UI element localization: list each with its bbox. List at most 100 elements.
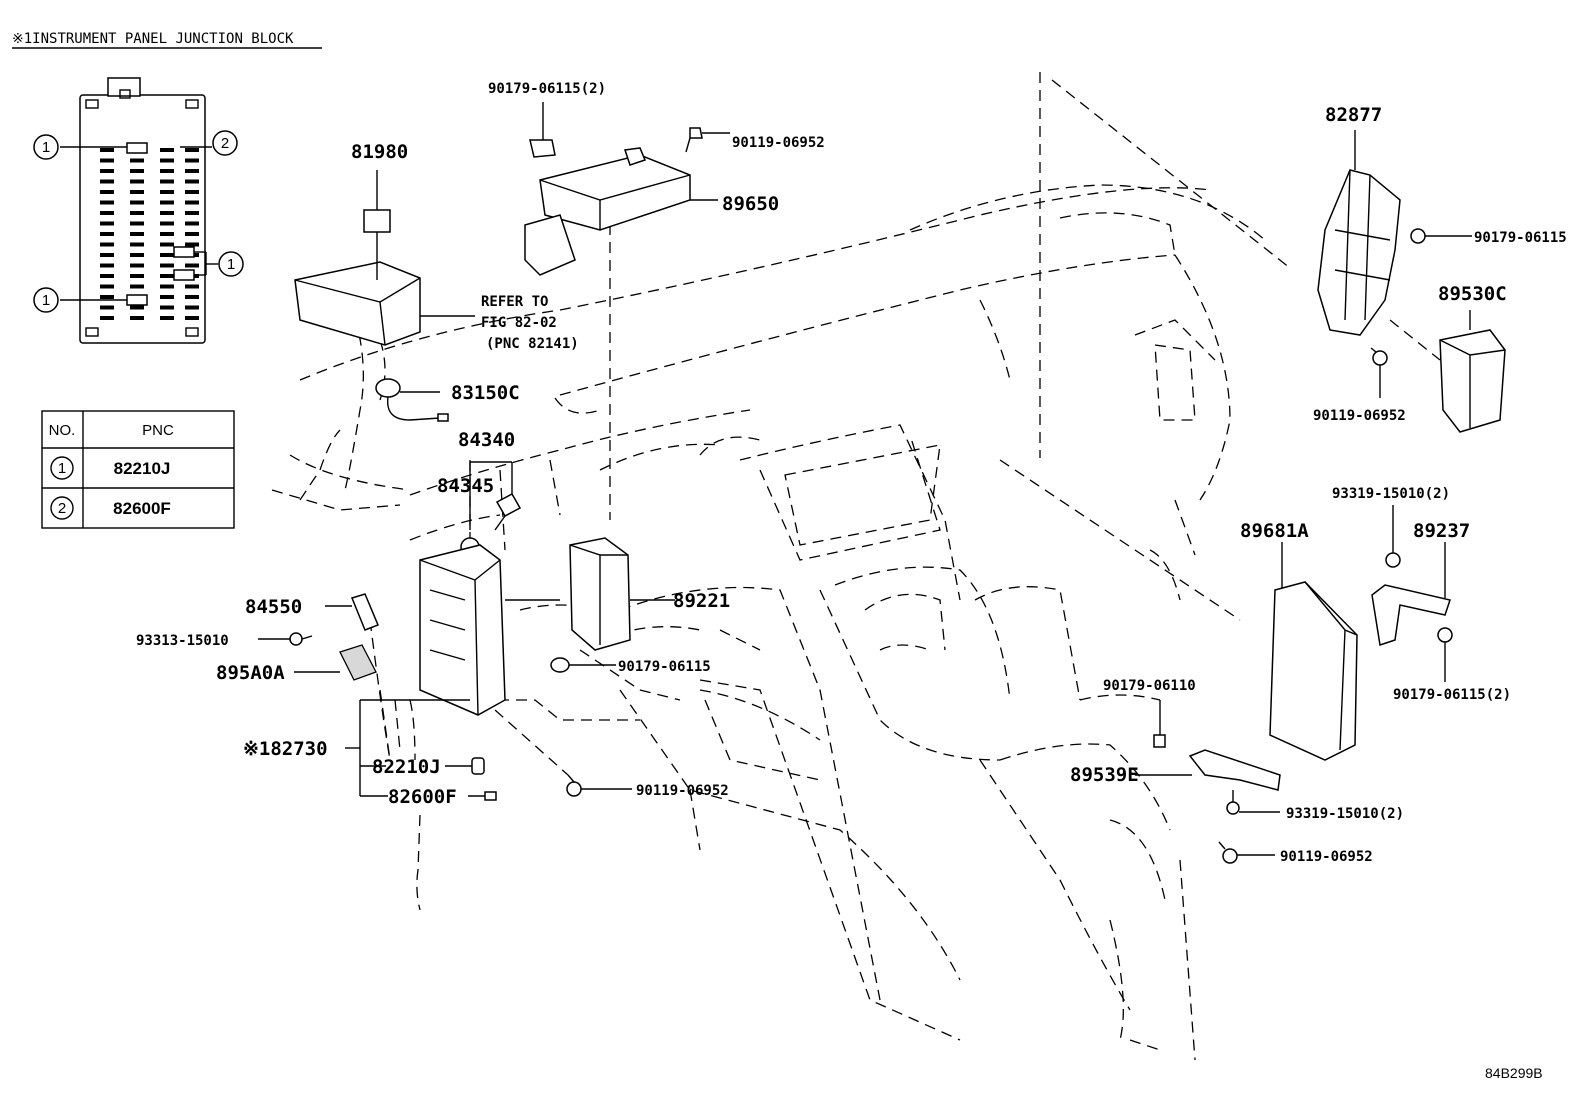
label-refer-to: REFER TO bbox=[481, 294, 548, 310]
table-row-2-no: 2 bbox=[58, 500, 66, 517]
part-89530c-module bbox=[1389, 310, 1506, 433]
fuse-slot bbox=[160, 316, 174, 320]
fuse-slot bbox=[100, 316, 114, 320]
fuse-slot bbox=[130, 284, 144, 289]
svg-text:1: 1 bbox=[42, 139, 50, 156]
part-93319-15010-bolt-bottom bbox=[1226, 790, 1280, 815]
fuse-slot bbox=[130, 200, 144, 205]
label-93313-15010: 93313-15010 bbox=[136, 633, 229, 649]
label-refer-fig: FIG 82-02 bbox=[481, 315, 557, 331]
label-84340: 84340 bbox=[458, 429, 515, 451]
part-83150c-socket bbox=[375, 378, 449, 422]
label-90179-06115-2-top: 90179-06115(2) bbox=[488, 81, 606, 97]
part-82730-junction-block bbox=[419, 544, 560, 716]
fuse-slot bbox=[100, 274, 114, 278]
label-89237: 89237 bbox=[1413, 520, 1470, 542]
label-895a0a: 895A0A bbox=[216, 662, 285, 684]
label-89221: 89221 bbox=[673, 590, 730, 612]
fuse-slot bbox=[100, 242, 114, 247]
label-93319-15010-2-top: 93319-15010(2) bbox=[1332, 486, 1450, 502]
table-row-1-no: 1 bbox=[58, 460, 66, 477]
fuse-slot bbox=[100, 295, 114, 299]
fuse-slot bbox=[130, 190, 144, 194]
fuse-slot bbox=[160, 190, 174, 194]
fuse-slot bbox=[160, 211, 174, 215]
fuse-slot bbox=[160, 169, 174, 173]
fuse-slot bbox=[130, 221, 144, 226]
fuse-slot bbox=[185, 242, 199, 247]
instrument-panel-outline bbox=[271, 72, 1291, 1061]
part-81980-relay bbox=[363, 170, 391, 233]
part-90179-06115-nut-right bbox=[1410, 228, 1472, 244]
part-84550-bracket bbox=[325, 593, 379, 631]
fuse-slot bbox=[130, 211, 144, 215]
fuse-slot bbox=[160, 253, 174, 257]
fuse-slot bbox=[185, 211, 199, 215]
label-83150c: 83150C bbox=[451, 382, 520, 404]
table-header-pnc: PNC bbox=[142, 422, 174, 439]
label-89530c: 89530C bbox=[1438, 283, 1507, 305]
part-89539e-bracket bbox=[1135, 749, 1281, 791]
fuse-slot bbox=[185, 263, 199, 268]
label-89539e: 89539E bbox=[1070, 764, 1139, 786]
label-90179-06110: 90179-06110 bbox=[1103, 678, 1196, 694]
fuse-slot bbox=[160, 274, 174, 278]
part-90119-06952-bolt-right bbox=[1370, 347, 1388, 398]
label-82877: 82877 bbox=[1325, 104, 1382, 126]
fuse-slot bbox=[130, 305, 144, 310]
part-90119-06952-bolt-bottom bbox=[494, 709, 632, 797]
part-93313-15010-screw bbox=[258, 632, 313, 646]
callout-1-top-left: 1 bbox=[33, 134, 127, 160]
part-90119-06952-bolt-lower-right bbox=[1218, 841, 1275, 864]
fuse-slot bbox=[100, 284, 114, 289]
part-89650-module bbox=[524, 102, 730, 276]
fuse-slot bbox=[130, 253, 144, 257]
part-82210j-fuse bbox=[445, 757, 485, 775]
fuse-slot bbox=[100, 148, 114, 152]
fuse-slot bbox=[185, 305, 199, 310]
part-90179-06115-nut-right-lower bbox=[1437, 627, 1453, 682]
fuse-slot bbox=[185, 295, 199, 299]
table-header-no: NO. bbox=[49, 422, 76, 439]
fuse-slot bbox=[185, 148, 199, 152]
fuse-slot bbox=[185, 190, 199, 194]
label-90179-06115-mid: 90179-06115 bbox=[618, 659, 711, 675]
part-895a0a-module bbox=[294, 644, 377, 681]
label-90119-06952-right: 90119-06952 bbox=[1313, 408, 1406, 424]
label-82730: ※182730 bbox=[243, 738, 328, 760]
part-84340-switch bbox=[469, 461, 522, 531]
part-89221-ecu bbox=[569, 537, 675, 651]
fuse-slot bbox=[100, 200, 114, 205]
fuse-slot bbox=[185, 158, 199, 163]
fuse-slot bbox=[130, 179, 144, 184]
relay-block bbox=[294, 232, 475, 346]
part-89237-bracket bbox=[1371, 542, 1451, 646]
svg-text:1: 1 bbox=[227, 256, 235, 273]
part-89681a-ecu bbox=[1269, 542, 1358, 761]
callout-1-bottom-left: 1 bbox=[33, 287, 127, 313]
svg-text:1: 1 bbox=[42, 292, 50, 309]
fuse-slot bbox=[160, 232, 174, 236]
callout-2-top-right: 2 bbox=[180, 130, 238, 156]
fuse-slot bbox=[160, 263, 174, 268]
label-93319-15010-2-bottom: 93319-15010(2) bbox=[1286, 806, 1404, 822]
figure-id: 84B299B bbox=[1485, 1065, 1543, 1081]
fuse-slot bbox=[130, 169, 144, 173]
fuse-slot bbox=[100, 211, 114, 215]
part-93319-15010-bolt-top bbox=[1385, 505, 1401, 568]
label-89681a: 89681A bbox=[1240, 520, 1309, 542]
callout-82730-bracket bbox=[345, 699, 470, 797]
part-90179-06115-nut-mid bbox=[550, 657, 616, 673]
fuse-slot bbox=[100, 263, 114, 268]
label-84550: 84550 bbox=[245, 596, 302, 618]
fuse-slot bbox=[160, 221, 174, 226]
label-89650: 89650 bbox=[722, 193, 779, 215]
label-90179-06115-2-right: 90179-06115(2) bbox=[1393, 687, 1511, 703]
label-90119-06952-lower-right: 90119-06952 bbox=[1280, 849, 1373, 865]
label-90119-06952-bottom: 90119-06952 bbox=[636, 783, 729, 799]
fuse-slot bbox=[100, 158, 114, 163]
label-90179-06115-right: 90179-06115 bbox=[1474, 230, 1567, 246]
fuse-slot bbox=[160, 200, 174, 205]
svg-text:2: 2 bbox=[221, 135, 229, 152]
junction-block-title: ※1INSTRUMENT PANEL JUNCTION BLOCK bbox=[12, 31, 294, 47]
